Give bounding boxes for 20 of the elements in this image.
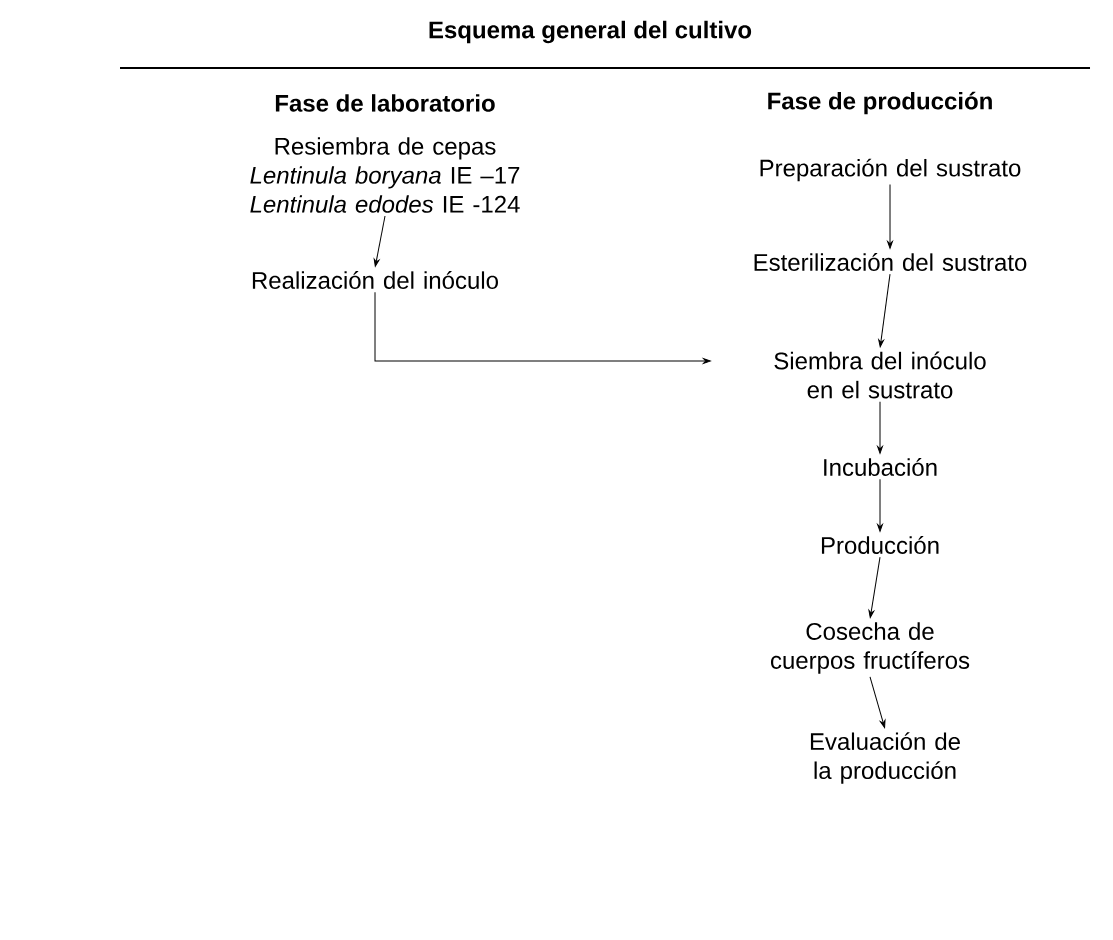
column-heading: Fase de producción bbox=[768, 91, 992, 115]
step-text: Resiembra de cepas Lentinula boryana IE –17 Lentinula edodes IE -124 bbox=[250, 137, 520, 213]
step-text: Preparación del sustrato bbox=[760, 158, 1021, 182]
column-heading: Fase de laboratorio bbox=[275, 94, 495, 112]
arrow bbox=[878, 273, 891, 348]
step-text: Siembra del inóculo en el sustrato bbox=[774, 351, 986, 399]
step-text: Realización del inóculo bbox=[252, 271, 498, 289]
step-text: Producción bbox=[821, 536, 939, 554]
step-text: Esterilización del sustrato bbox=[754, 253, 1027, 271]
arrow bbox=[877, 401, 883, 454]
arrow bbox=[374, 291, 711, 364]
step-text: Incubación bbox=[824, 458, 937, 476]
arrow bbox=[868, 556, 881, 619]
arrow bbox=[877, 478, 883, 532]
arrow bbox=[373, 215, 386, 267]
title: Esquema general del cultivo bbox=[429, 20, 752, 44]
step-text: Evaluación de la producción bbox=[810, 732, 960, 784]
arrow bbox=[869, 676, 886, 729]
arrow bbox=[887, 184, 893, 249]
step-text: Cosecha de cuerpos fructíferos bbox=[771, 622, 970, 674]
